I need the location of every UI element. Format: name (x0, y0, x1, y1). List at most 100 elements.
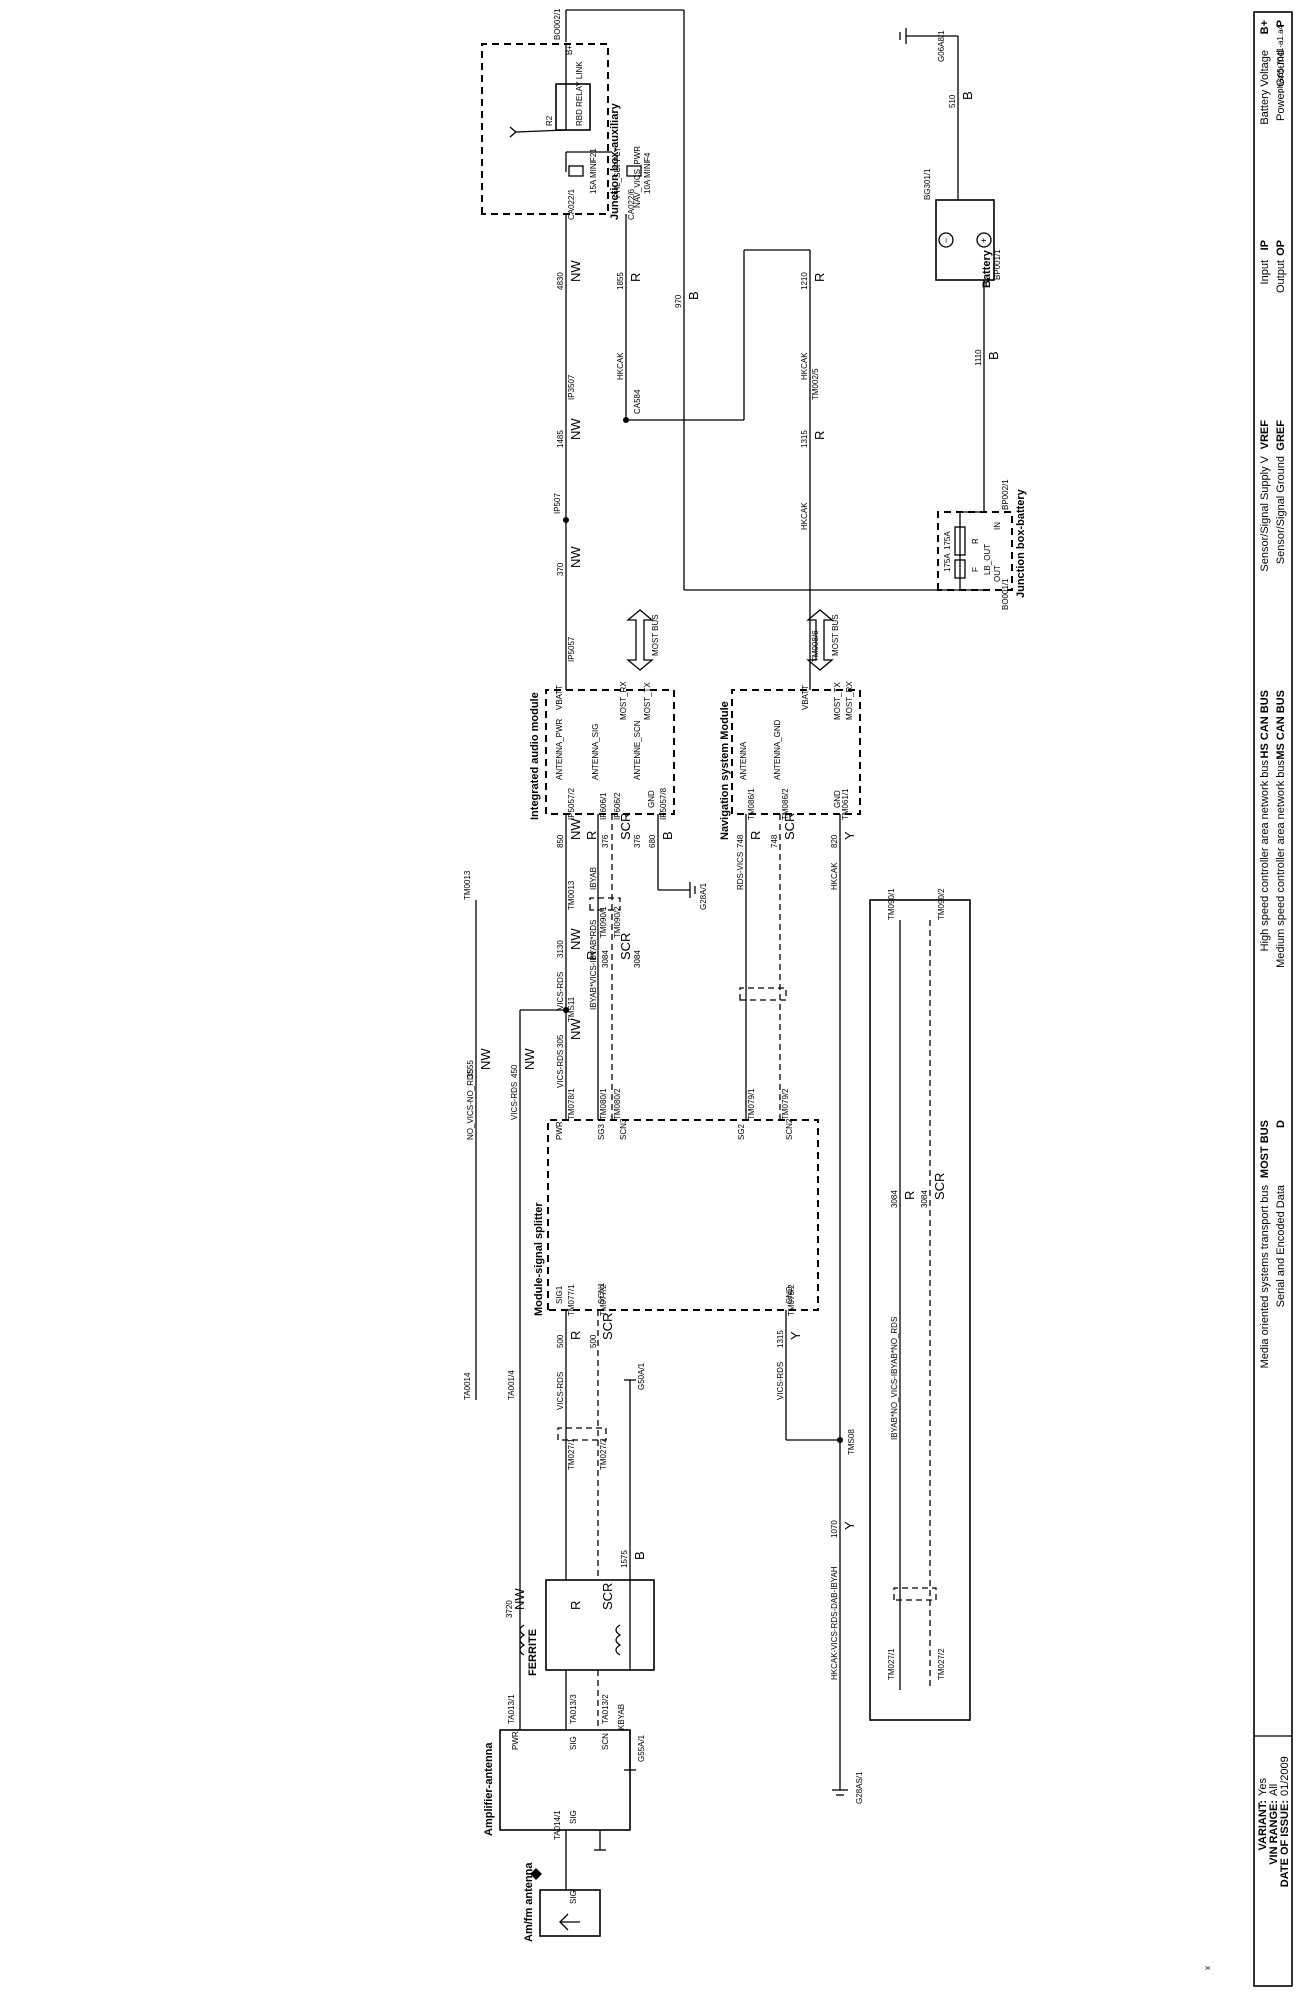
wire-1070-color: Y (842, 1521, 857, 1530)
shield-marker-2 (739, 987, 787, 1001)
wire-1315b-color: Y (788, 1331, 803, 1340)
conn-tm0772: TM077/2 (599, 1284, 608, 1316)
jb-aux-title: Junction box-auxiliary (609, 102, 621, 220)
jb-battery-out: OUT (993, 565, 1002, 582)
wire-748-circuit: RDS-VICS (736, 852, 745, 890)
conn-tm0771: TM077/1 (567, 1284, 576, 1316)
wire-450-circuit: VICS-RDS (510, 1082, 519, 1120)
legend-key-0: B+ (1259, 20, 1271, 34)
legend-strip (1253, 11, 1293, 1987)
conn-ca022b: CA022/6 (627, 188, 636, 220)
conn-ta0014: TA0014 (463, 1372, 472, 1400)
wire-1315b-num: 1315 (776, 1330, 785, 1348)
wire-3084-color: R (584, 951, 599, 960)
conn-ta0132: TA013/2 (601, 1694, 610, 1724)
legend-key-2: IP (1259, 240, 1271, 250)
conn-ip507: IP507 (553, 493, 562, 514)
legend: B+ Battery Voltage P Power Ground IP Inp… (1259, 20, 1287, 1368)
wire-376scr-color: SCR (618, 813, 633, 840)
wire-1210-circuit: HKCAK (800, 352, 809, 380)
inset-wire-scr-num: 3084 (920, 1190, 929, 1208)
wire-3555-circuit: NO_VICS-NO_RDS (466, 1069, 475, 1140)
ferrite-wire-scr: SCR (600, 1583, 615, 1610)
conn-tm0781: TM078/1 (567, 1088, 576, 1120)
amp-title: Amplifier-antenna (483, 1742, 495, 1836)
conn-ip3507: IP3507 (567, 374, 576, 400)
jb-aux-f4 (626, 165, 642, 177)
nav-most-label: MOST BUS (831, 614, 840, 656)
conn-tms11: TMS11 (567, 996, 576, 1022)
conn-tm0802: TM080/2 (613, 1088, 622, 1120)
module-signal-splitter (547, 1119, 819, 1311)
wire-500-num: 500 (556, 1334, 565, 1348)
jb-aux-f21-rating: 15A MINI (589, 161, 598, 194)
conn-ta001: TA001/4 (507, 1370, 516, 1400)
conn-tm0792: TM079/2 (781, 1088, 790, 1120)
wire-3084-num: 3084 (601, 950, 610, 968)
wire-450-color: NW (522, 1048, 537, 1070)
legend-desc-0: Battery Voltage (1259, 50, 1271, 125)
splitter-pin-sig1: SIG1 (555, 1285, 564, 1304)
conn-ip5072: IP5057/2 (567, 787, 576, 820)
wire-820-num: 820 (830, 834, 839, 848)
wire-3084scr-num: 3084 (633, 950, 642, 968)
conn-tm0611: TM061/1 (841, 788, 850, 820)
amfm-antenna-box (539, 1889, 601, 1937)
legend-key-1: P (1275, 20, 1287, 27)
jb-aux-relay (555, 83, 591, 131)
wire-4830-color: NW (568, 260, 583, 282)
navigation-system-module (731, 689, 861, 815)
wire-376-num: 376 (601, 834, 610, 848)
inset-shield-marker (893, 1587, 937, 1601)
jb-aux-relay-label: RBD RELAY LINK (575, 61, 584, 126)
variant-label: VARIANT: (1257, 1800, 1269, 1851)
audio-pin-gnd: GND (647, 790, 656, 808)
audio-pin-vbatt: VBATT (555, 685, 564, 710)
wire-3130-circuit: VICS-RDS (556, 972, 565, 1010)
date-value: 01/2009 (1279, 1756, 1291, 1796)
nav-pin-gnd: GND (833, 790, 842, 808)
jb-aux-navvics: NAV_VICS_PWR (633, 146, 642, 208)
conn-g50a: G50A/1 (637, 1362, 646, 1390)
wire-1315b-circuit: VICS-RDS (776, 1362, 785, 1400)
wire-305-circuit: VICS-RDS (556, 1050, 565, 1088)
antenna-diamond-icon (530, 1868, 542, 1880)
conn-tm0801: TM080/1 (599, 1088, 608, 1120)
shield-marker-1 (589, 897, 621, 911)
wire-3130-num: 3130 (556, 940, 565, 958)
wire-376-color: R (584, 831, 599, 840)
inset-wire-r-num: 3084 (890, 1190, 899, 1208)
antenna-pin-sig: SIG (569, 1890, 578, 1904)
audio-pin-antpwr: ANTENNA_PWR (555, 718, 564, 780)
legend-desc-3: Output (1275, 260, 1287, 293)
legend-key-4: VREF (1259, 420, 1271, 450)
legend-desc-9: Serial and Encoded Data (1275, 1184, 1287, 1307)
wire-1070-circuit: HKCAK-VICS-RDS-DAB-IBYAH (830, 1566, 839, 1680)
splice-ip507 (563, 517, 569, 523)
jb-aux-f21-label: F21 (589, 148, 598, 162)
wire-3555-num: 3555 (466, 1060, 475, 1078)
conn-ip6061: IP606/1 (599, 792, 608, 820)
conn-ip5078: IP5057/8 (659, 787, 668, 820)
legend-key-7: MS CAN BUS (1275, 690, 1287, 760)
variant-value: Yes (1257, 1778, 1269, 1796)
ferrite-title: FERRITE (527, 1629, 539, 1676)
nav-pin-antenna: ANTENNA (739, 741, 748, 780)
conn-tm0271: TM027/1 (567, 1438, 576, 1470)
conn-bo001: BO001/1 (1001, 578, 1010, 610)
wire-748scr-num: 748 (770, 834, 779, 848)
antenna-icon (559, 1913, 580, 1931)
vin-label: VIN RANGE: (1268, 1800, 1280, 1865)
inset-conn-tm0272: TM027/2 (937, 1648, 946, 1680)
conn-g28as: G28AS/1 (855, 1771, 864, 1804)
conn-tm0013b: TM0013 (463, 870, 472, 900)
ferrite-wire-nw-num: 3720 (505, 1600, 514, 1618)
vin-value: All (1268, 1784, 1280, 1796)
wire-3130-color: NW (568, 928, 583, 950)
wire-680-num: 680 (648, 834, 657, 848)
amp-pin-sig: SIG (569, 1736, 578, 1750)
nav-pin-mosttx: MOST_TX (833, 682, 842, 720)
conn-bp001: BP001/1 (993, 249, 1002, 280)
inset-wire-circuit: IBYAB*NO_VICS-IBYAB*NO_RDS (890, 1317, 899, 1440)
conn-ip6062: IP606/2 (613, 792, 622, 820)
